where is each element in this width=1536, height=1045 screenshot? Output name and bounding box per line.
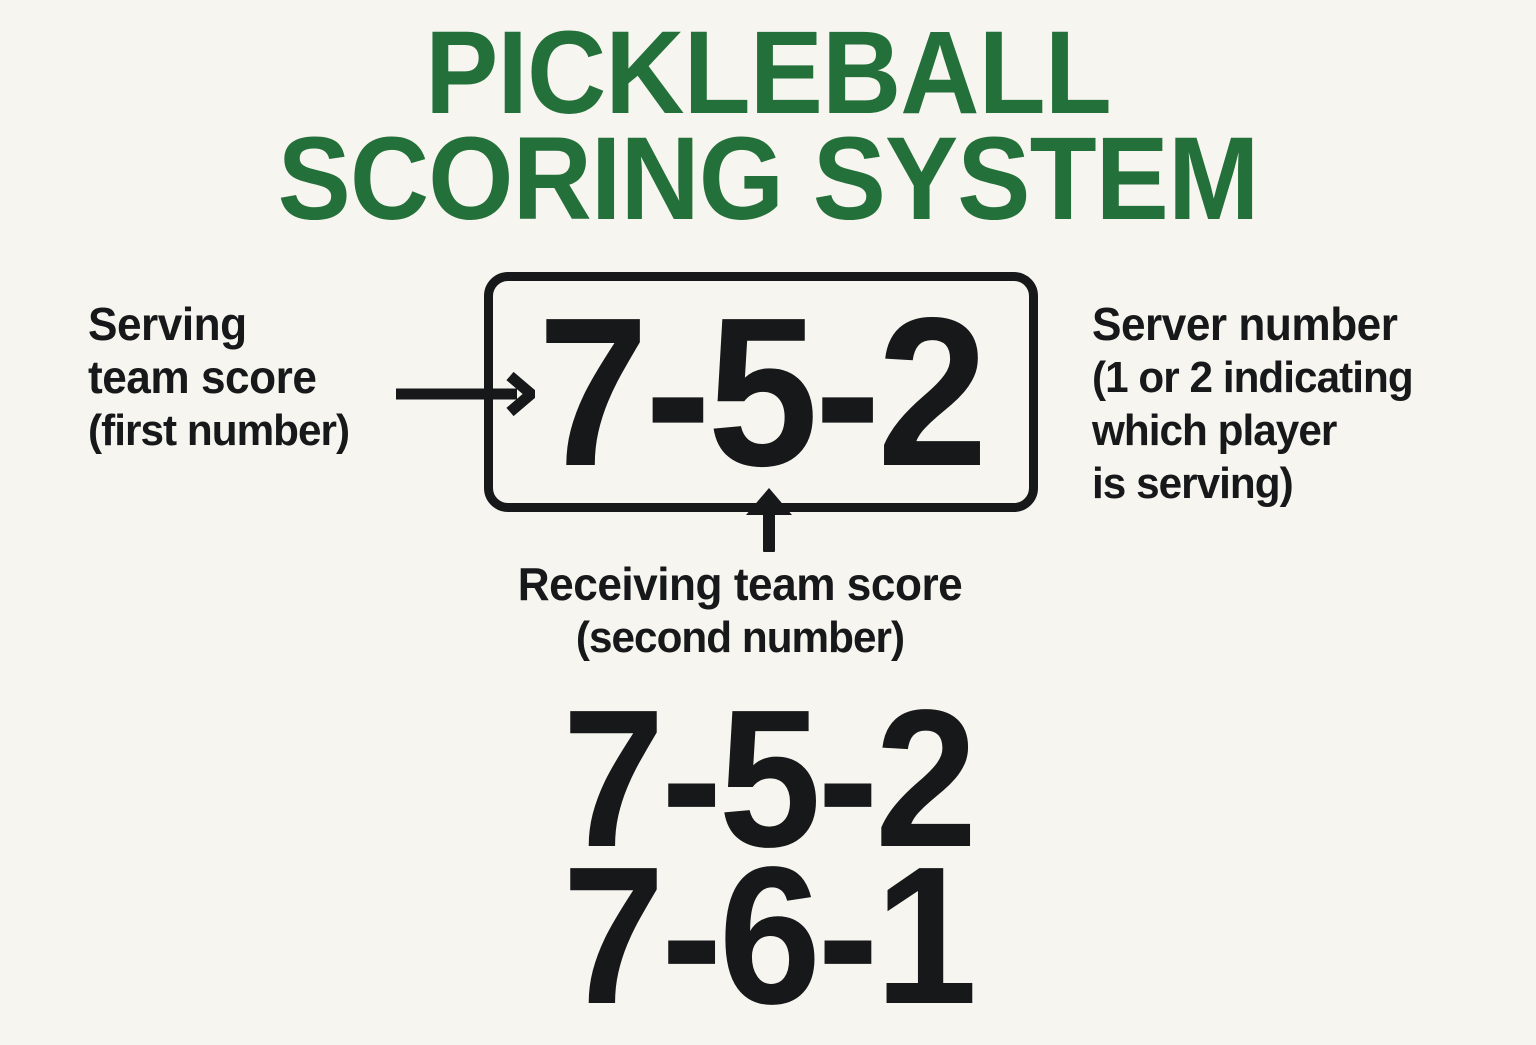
callout-left-line-3: (first number)	[88, 406, 350, 455]
callout-left-line-1: Serving	[88, 298, 247, 350]
score-value: 7-5-2	[537, 273, 988, 510]
callout-right-line-3: which player	[1092, 406, 1337, 455]
callout-right-line-2: (1 or 2 indicating	[1092, 353, 1414, 402]
page-title: PICKLEBALL SCORING SYSTEM	[0, 7, 1536, 245]
arrow-up-icon	[741, 488, 797, 554]
example-score-row-1: 7-5-2	[562, 669, 977, 888]
title-line-2: SCORING SYSTEM	[277, 113, 1260, 245]
callout-serving-team-score: Serving team score (first number)	[88, 298, 398, 457]
callout-receiving-team-score: Receiving team score (second number)	[440, 558, 1040, 664]
callout-bottom-line-1: Receiving team score	[517, 558, 963, 610]
callout-right-line-1: Server number	[1092, 298, 1398, 350]
arrow-right-icon	[393, 371, 540, 417]
callout-server-number: Server number (1 or 2 indicating which p…	[1092, 298, 1512, 510]
title-line-1: PICKLEBALL	[425, 7, 1112, 139]
callout-bottom-line-2: (second number)	[575, 613, 905, 662]
example-score-row-2: 7-6-1	[562, 826, 977, 1045]
example-score-list: 7-5-2 7-6-1	[0, 669, 1536, 1045]
score-display-box: 7-5-2	[484, 272, 1038, 512]
callout-right-line-4: is serving)	[1092, 459, 1294, 508]
callout-left-line-2: team score	[88, 351, 317, 403]
pickleball-scoring-infographic: PICKLEBALL SCORING SYSTEM Serving team s…	[0, 7, 1536, 1045]
